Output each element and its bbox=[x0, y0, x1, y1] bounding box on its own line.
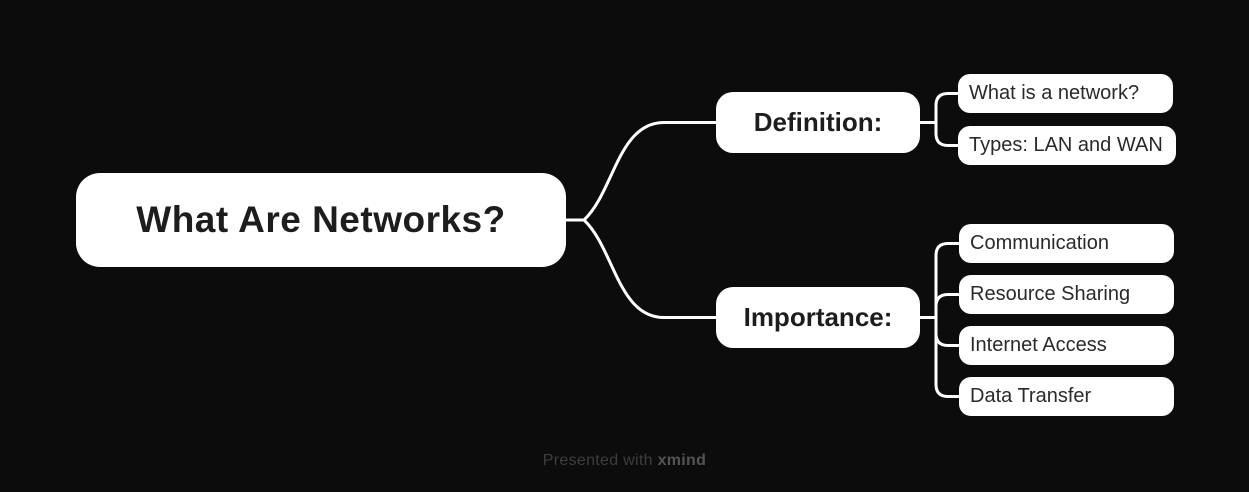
topic-leaf-resource-sharing[interactable]: Resource Sharing bbox=[959, 275, 1174, 314]
topic-root[interactable]: What Are Networks? bbox=[76, 173, 566, 267]
connector-importance-child-2 bbox=[934, 293, 961, 319]
topic-leaf-internet-access[interactable]: Internet Access bbox=[959, 326, 1174, 365]
connector-root-importance bbox=[564, 218, 718, 319]
watermark-text: Presented with bbox=[542, 452, 658, 469]
topic-leaf-data-transfer[interactable]: Data Transfer bbox=[959, 377, 1174, 416]
connector-importance-child-1 bbox=[934, 242, 961, 319]
topic-leaf-what-is-a-network[interactable]: What is a network? bbox=[958, 74, 1173, 113]
watermark: Presented with xmind bbox=[0, 452, 1249, 470]
topic-leaf-communication[interactable]: Communication bbox=[959, 224, 1174, 263]
connector-root-definition bbox=[564, 121, 718, 222]
topic-leaf-types-lan-wan[interactable]: Types: LAN and WAN bbox=[958, 126, 1176, 165]
topic-branch-definition[interactable]: Definition: bbox=[716, 92, 920, 153]
topic-branch-importance[interactable]: Importance: bbox=[716, 287, 920, 348]
connector-definition-child-2 bbox=[934, 121, 960, 147]
connector-importance-child-3 bbox=[934, 316, 961, 347]
connector-definition-child-1 bbox=[934, 92, 960, 124]
xmind-brand-label: xmind bbox=[657, 452, 707, 469]
connector-importance-child-4 bbox=[934, 316, 961, 398]
